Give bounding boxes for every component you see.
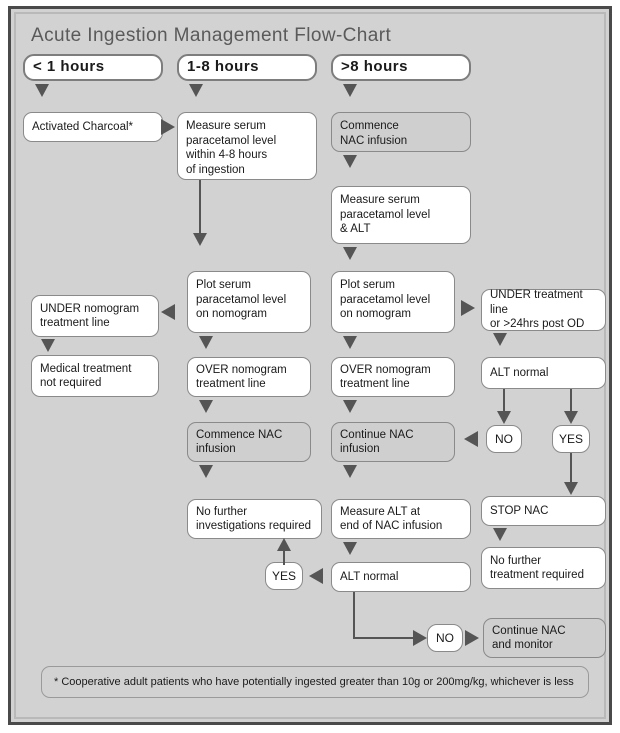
node-no-further-investigations[interactable]: No further investigations required [187, 499, 322, 539]
arrow-down-continue-nac-col3 [343, 465, 357, 478]
node-continue-nac-and-monitor[interactable]: Continue NAC and monitor [483, 618, 606, 658]
node-alt-normal-bottom[interactable]: ALT normal [331, 562, 471, 592]
arrow-down-header-col1 [35, 84, 49, 97]
connector-alt-normal-down [353, 592, 355, 639]
header-box-1-8-hours[interactable]: 1-8 hours [177, 54, 317, 81]
node-measure-serum-4-8-hours[interactable]: Measure serum paracetamol level within 4… [177, 112, 317, 180]
node-stop-nac[interactable]: STOP NAC [481, 496, 606, 526]
footnote-box: * Cooperative adult patients who have po… [41, 666, 589, 698]
node-commence-nac-col2[interactable]: Commence NAC infusion [187, 422, 311, 462]
node-medical-treatment-not-required[interactable]: Medical treatment not required [31, 355, 159, 397]
node-no-further-treatment-required[interactable]: No further treatment required [481, 547, 606, 589]
connector-alt-normal-to-yes [570, 389, 572, 413]
arrow-left-alt-normal-to-yes [309, 568, 323, 584]
arrow-down-measure-alt-to-alt-normal [343, 542, 357, 555]
node-continue-nac-col3[interactable]: Continue NAC infusion [331, 422, 455, 462]
node-no-pill-bottom[interactable]: NO [427, 624, 463, 652]
page-title: Acute Ingestion Management Flow-Chart [31, 25, 392, 46]
arrow-right-plot-to-under-treatment [461, 300, 475, 316]
header-box-over-8-hours[interactable]: >8 hours [331, 54, 471, 81]
node-no-pill-col4[interactable]: NO [486, 425, 522, 453]
node-measure-alt-end-of-infusion[interactable]: Measure ALT at end of NAC infusion [331, 499, 471, 539]
arrow-down-commence-nac-col2 [199, 465, 213, 478]
arrow-down-over-nomogram-col2 [199, 400, 213, 413]
connector-alt-normal-right [353, 637, 415, 639]
node-activated-charcoal[interactable]: Activated Charcoal* [23, 112, 163, 142]
connector-measure-to-plot-col2 [199, 180, 201, 234]
node-over-nomogram-col3[interactable]: OVER nomogram treatment line [331, 357, 455, 397]
connector-alt-normal-to-no [503, 389, 505, 413]
arrow-down-under-treatment-line [493, 333, 507, 346]
arrow-right-charcoal-to-measure [161, 119, 175, 135]
arrow-down-over-nomogram-col3 [343, 400, 357, 413]
node-under-nomogram-treatment-line[interactable]: UNDER nomogram treatment line [31, 295, 159, 337]
header-box-under-1-hour[interactable]: < 1 hours [23, 54, 163, 81]
arrow-down-plot-col3 [343, 336, 357, 349]
arrow-down-header-col3 [343, 84, 357, 97]
arrow-down-yes-to-stop-nac [564, 482, 578, 495]
node-plot-serum-col3[interactable]: Plot serum paracetamol level on nomogram [331, 271, 455, 333]
node-yes-pill-bottom[interactable]: YES [265, 562, 303, 590]
node-commence-nac-infusion-col3[interactable]: Commence NAC infusion [331, 112, 471, 152]
node-alt-normal-col4[interactable]: ALT normal [481, 357, 606, 389]
node-over-nomogram-col2[interactable]: OVER nomogram treatment line [187, 357, 311, 397]
arrow-right-alt-normal-to-no [413, 630, 427, 646]
node-plot-serum-col2[interactable]: Plot serum paracetamol level on nomogram [187, 271, 311, 333]
arrow-down-commence-to-measure-alt [343, 155, 357, 168]
node-yes-pill-col5[interactable]: YES [552, 425, 590, 453]
arrow-down-under-nomogram [41, 339, 55, 352]
arrow-down-alt-to-yes [564, 411, 578, 424]
connector-yes-to-stop-nac [570, 453, 572, 483]
node-measure-serum-alt[interactable]: Measure serum paracetamol level & ALT [331, 186, 471, 244]
arrow-down-measurealt-to-plot-col3 [343, 247, 357, 260]
arrow-right-no-to-continue-monitor [465, 630, 479, 646]
arrow-left-no-to-continue-nac [464, 431, 478, 447]
arrow-left-plot-to-under-nomogram [161, 304, 175, 320]
arrow-down-alt-to-no [497, 411, 511, 424]
arrow-down-header-col2 [189, 84, 203, 97]
flowchart-frame: Acute Ingestion Management Flow-Chart < … [8, 6, 612, 725]
connector-yes-to-no-further-investigations [283, 547, 285, 565]
arrow-up-yes-to-no-further-investigations [277, 538, 291, 551]
arrow-down-measure-to-plot-col2 [193, 233, 207, 246]
arrow-down-plot-col2 [199, 336, 213, 349]
arrow-down-stop-nac [493, 528, 507, 541]
node-under-treatment-line-24hrs[interactable]: UNDER treatment line or >24hrs post OD [481, 289, 606, 331]
